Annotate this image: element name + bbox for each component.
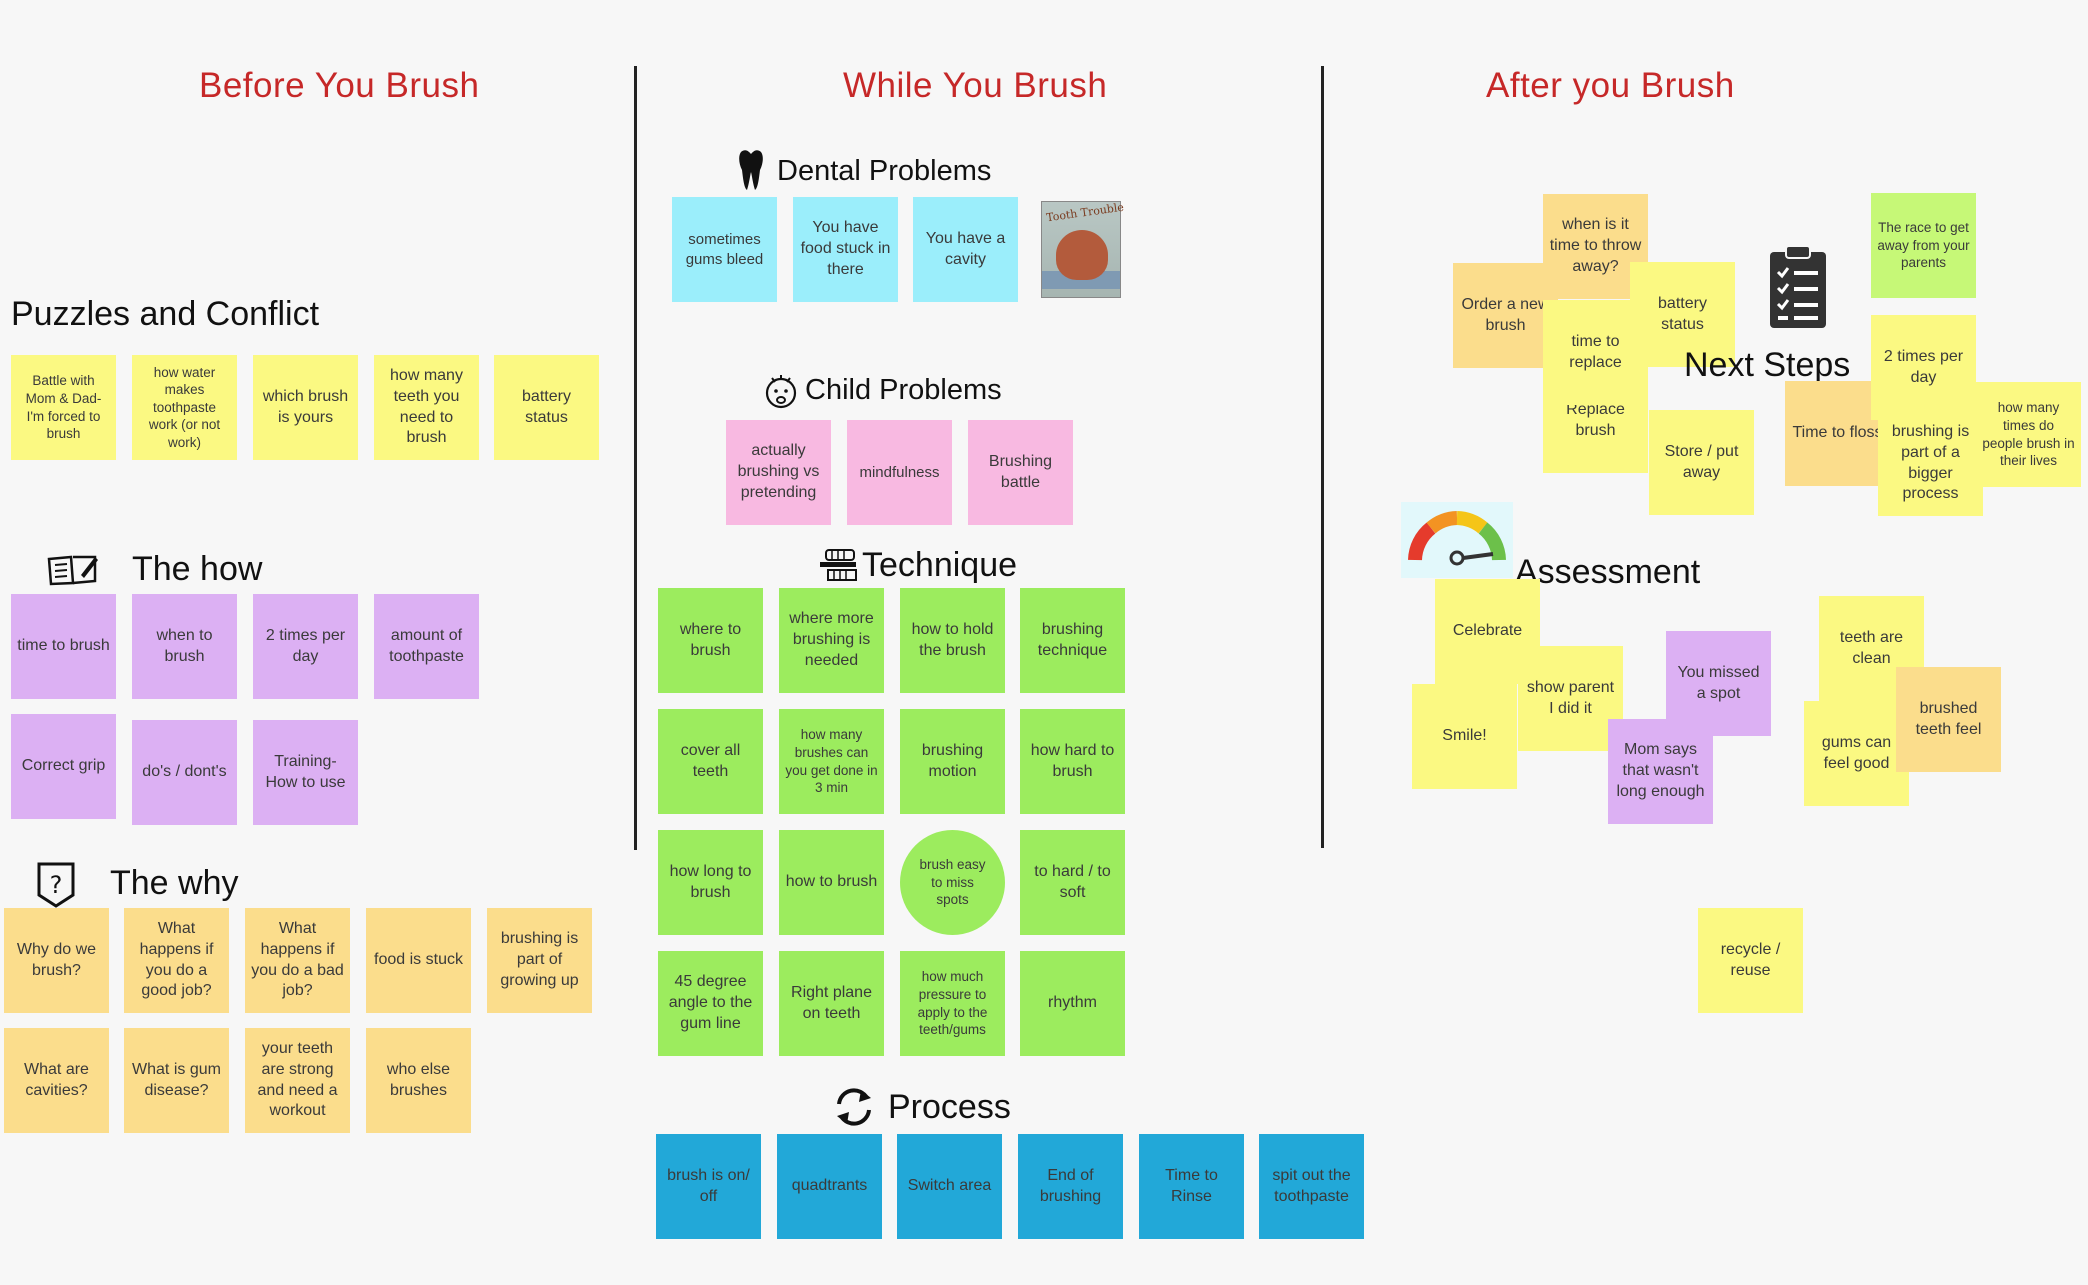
sticky-note[interactable]: You missed a spot	[1666, 631, 1771, 736]
column-title-while: While You Brush	[843, 66, 1108, 105]
sticky-note[interactable]: recycle / reuse	[1698, 908, 1803, 1013]
toothbrush-icon	[820, 549, 857, 581]
section-title-why: The why	[110, 864, 239, 902]
sticky-note[interactable]: spit out the toothpaste	[1259, 1134, 1364, 1239]
sticky-note[interactable]: brushed teeth feel	[1896, 667, 2001, 772]
sticky-note-circle[interactable]: brush easy to miss spots	[900, 830, 1005, 935]
clipboard-checklist-icon	[1770, 245, 1826, 328]
section-title-child: Child Problems	[805, 374, 1002, 406]
sticky-note[interactable]: You have food stuck in there	[793, 197, 898, 302]
sticky-note[interactable]: how to hold the brush	[900, 588, 1005, 693]
sticky-note[interactable]: Training- How to use	[253, 720, 358, 825]
sticky-note[interactable]: how hard to brush	[1020, 709, 1125, 814]
section-title-assessment: Assessment	[1515, 553, 1701, 591]
sticky-note[interactable]: brushing is part of a bigger process	[1878, 411, 1983, 516]
sticky-note[interactable]: to hard / to soft	[1020, 830, 1125, 935]
sticky-note[interactable]: how many times do people brush in their …	[1976, 382, 2081, 487]
walrus-illustration	[1056, 230, 1108, 280]
column-title-after: After you Brush	[1486, 66, 1735, 105]
sticky-note[interactable]: 2 times per day	[253, 594, 358, 699]
sticky-note[interactable]: You have a cavity	[913, 197, 1018, 302]
sticky-note[interactable]: which brush is yours	[253, 355, 358, 460]
tooth-icon	[739, 150, 763, 190]
sticky-note[interactable]: The race to get away from your parents	[1871, 193, 1976, 298]
section-title-process: Process	[888, 1088, 1011, 1126]
sticky-note[interactable]: Time to Rinse	[1139, 1134, 1244, 1239]
sticky-note[interactable]: your teeth are strong and need a workout	[245, 1028, 350, 1133]
sticky-note[interactable]: who else brushes	[366, 1028, 471, 1133]
sticky-note[interactable]: gums can feel good	[1804, 701, 1909, 806]
sticky-note[interactable]: cover all teeth	[658, 709, 763, 814]
sticky-note[interactable]: Order a new brush	[1453, 263, 1558, 368]
sticky-note[interactable]: Smile!	[1412, 684, 1517, 789]
column-title-before: Before You Brush	[199, 66, 480, 105]
sticky-note[interactable]: battery status	[1630, 262, 1735, 367]
sticky-note[interactable]: Right plane on teeth	[779, 951, 884, 1056]
sticky-note[interactable]: Correct grip	[11, 714, 116, 819]
sticky-note[interactable]: amount of toothpaste	[374, 594, 479, 699]
sticky-note[interactable]: What are cavities?	[4, 1028, 109, 1133]
sticky-note[interactable]: mindfulness	[847, 420, 952, 525]
sticky-note[interactable]: rhythm	[1020, 951, 1125, 1056]
sticky-note[interactable]: when to brush	[132, 594, 237, 699]
svg-text:?: ?	[50, 871, 63, 899]
sticky-note[interactable]: how water makes toothpaste work (or not …	[132, 355, 237, 460]
open-book-icon	[47, 555, 98, 586]
sticky-note[interactable]: 45 degree angle to the gum line	[658, 951, 763, 1056]
sticky-note[interactable]: Battle with Mom & Dad- I'm forced to bru…	[11, 355, 116, 460]
section-title-technique: Technique	[862, 546, 1018, 584]
sticky-note[interactable]: how many brushes can you get done in 3 m…	[779, 709, 884, 814]
sticky-note[interactable]: What happens if you do a bad job?	[245, 908, 350, 1013]
section-title-puzzles: Puzzles and Conflict	[11, 295, 320, 333]
sticky-note[interactable]: Switch area	[897, 1134, 1002, 1239]
crying-child-icon	[765, 375, 797, 409]
sticky-note[interactable]: brush is on/ off	[656, 1134, 761, 1239]
sticky-note[interactable]: End of brushing	[1018, 1134, 1123, 1239]
sticky-note[interactable]: Why do we brush?	[4, 908, 109, 1013]
sticky-note[interactable]: teeth are clean	[1819, 596, 1924, 701]
book-title: Tooth Trouble	[1045, 200, 1125, 225]
sticky-note[interactable]: battery status	[494, 355, 599, 460]
sticky-note[interactable]: 2 times per day	[1871, 315, 1976, 420]
refresh-cycle-icon	[837, 1088, 871, 1126]
sticky-note[interactable]: time to brush	[11, 594, 116, 699]
sticky-note[interactable]: how much pressure to apply to the teeth/…	[900, 951, 1005, 1056]
speedometer-icon	[1408, 511, 1506, 566]
sticky-note[interactable]: food is stuck	[366, 908, 471, 1013]
sticky-note[interactable]: time to replace	[1543, 300, 1648, 405]
sticky-note[interactable]: What is gum disease?	[124, 1028, 229, 1133]
sticky-note[interactable]: how many teeth you need to brush	[374, 355, 479, 460]
section-title-next-steps: Next Steps	[1684, 346, 1851, 384]
book-cover-image[interactable]: Tooth Trouble	[1041, 200, 1125, 298]
sticky-note[interactable]: brushing technique	[1020, 588, 1125, 693]
sticky-note[interactable]: where more brushing is needed	[779, 588, 884, 693]
sticky-note[interactable]: Mom says that wasn't long enough	[1608, 719, 1713, 824]
sticky-note[interactable]: how to brush	[779, 830, 884, 935]
sticky-note[interactable]: where to brush	[658, 588, 763, 693]
sticky-note[interactable]: What happens if you do a good job?	[124, 908, 229, 1013]
column-divider-left	[634, 66, 637, 850]
gauge-image	[1401, 502, 1513, 578]
sticky-note[interactable]: Store / put away	[1649, 410, 1754, 515]
column-divider-right	[1321, 66, 1324, 848]
sticky-note[interactable]: how long to brush	[658, 830, 763, 935]
question-shield-icon: ?	[37, 862, 75, 908]
sticky-note[interactable]: do's / dont's	[132, 720, 237, 825]
sticky-note[interactable]: quadtrants	[777, 1134, 882, 1239]
sticky-note[interactable]: brushing is part of growing up	[487, 908, 592, 1013]
sticky-note[interactable]: sometimes gums bleed	[672, 197, 777, 302]
sticky-note[interactable]: brushing motion	[900, 709, 1005, 814]
section-title-how: The how	[132, 550, 263, 588]
section-title-dental: Dental Problems	[777, 155, 992, 187]
sticky-note[interactable]: Brushing battle	[968, 420, 1073, 525]
sticky-note[interactable]: actually brushing vs pretending	[726, 420, 831, 525]
sticky-note[interactable]: show parent I did it	[1518, 646, 1623, 751]
